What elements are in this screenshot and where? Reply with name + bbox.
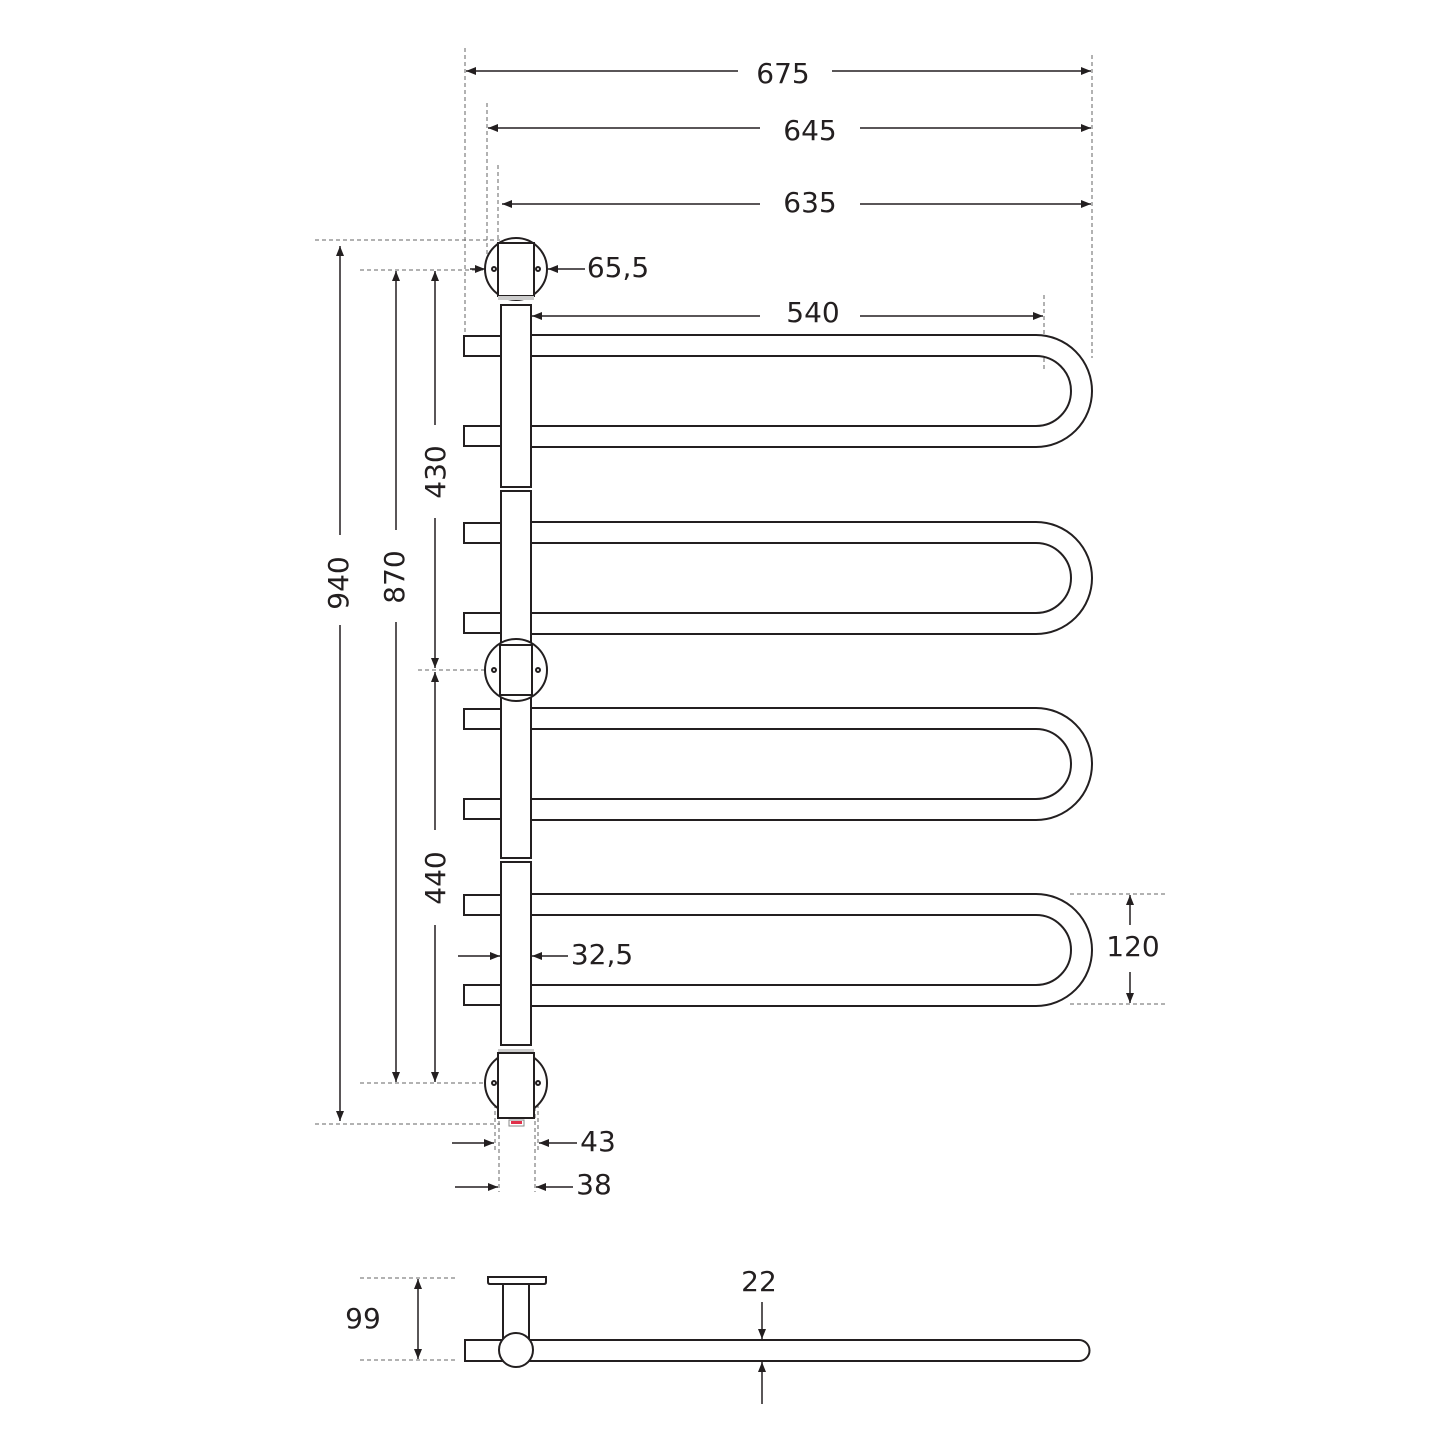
marker-icon [511, 1121, 522, 1124]
dim-99: 99 [345, 1302, 381, 1335]
dim-120: 120 [1106, 930, 1159, 963]
dim-22: 22 [741, 1265, 777, 1298]
towel-bars [463, 334, 1093, 1007]
dim-540: 540 [786, 296, 839, 329]
bar-stub [463, 708, 505, 730]
dim-430: 430 [419, 445, 452, 498]
extension-lines [315, 48, 1165, 1361]
bar-stub [463, 425, 505, 447]
column [500, 304, 532, 1046]
dimension-lines [336, 67, 1134, 1404]
bar-stub [463, 612, 505, 634]
bottom-mount [484, 1049, 548, 1127]
dim-675: 675 [756, 57, 809, 90]
dim-65-5: 65,5 [587, 251, 649, 284]
dim-870: 870 [378, 550, 411, 603]
dim-645: 645 [783, 114, 836, 147]
dim-43: 43 [580, 1125, 616, 1158]
bar-stub [463, 798, 505, 820]
top-mount [484, 237, 548, 301]
dim-440: 440 [419, 851, 452, 904]
bar-stub [463, 984, 505, 1006]
bar-stub [463, 522, 505, 544]
middle-mount [484, 638, 548, 702]
dim-32-5: 32,5 [571, 938, 633, 971]
towel-bar-2 [519, 521, 1093, 635]
towel-bar-4 [519, 893, 1093, 1007]
dim-635: 635 [783, 186, 836, 219]
dim-38: 38 [576, 1168, 612, 1201]
bar-stub [463, 335, 505, 357]
bar-stub [463, 894, 505, 916]
dim-940: 940 [322, 556, 355, 609]
dimension-labels: 675 645 635 540 65,5 940 870 430 440 32,… [322, 57, 1160, 1335]
side-view [464, 1276, 1091, 1368]
towel-bar-1 [519, 334, 1093, 448]
towel-bar-3 [519, 707, 1093, 821]
